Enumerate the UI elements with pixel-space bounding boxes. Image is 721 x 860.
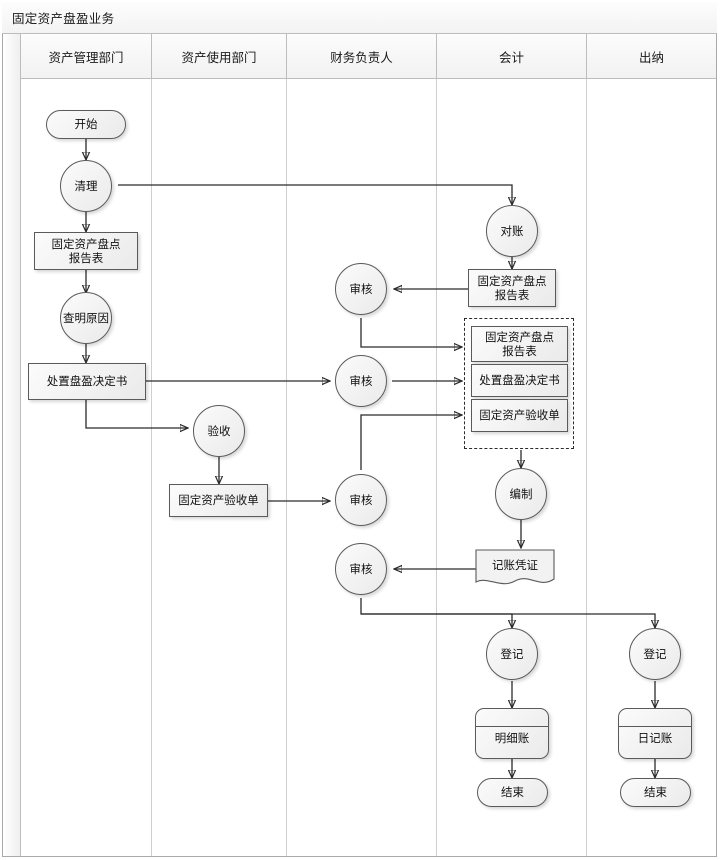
node-review-3[interactable]: 审核 (335, 474, 387, 526)
edge-decision-to-acceptance (85, 400, 188, 428)
node-surplus-decision[interactable]: 处置盘盈决定书 (28, 363, 146, 400)
node-acceptance[interactable]: 验收 (193, 405, 245, 457)
node-inventory-report-2[interactable]: 固定资产盘点 报告表 (468, 269, 556, 307)
node-acceptance-form[interactable]: 固定资产验收单 (169, 484, 268, 517)
ledger-divider (476, 726, 548, 727)
node-end-cashier[interactable]: 结束 (620, 778, 691, 807)
node-review-1[interactable]: 审核 (335, 263, 387, 315)
edge-review4-to-register-cashier (361, 613, 655, 628)
document-bundle-group (464, 318, 574, 449)
node-end-accountant[interactable]: 结束 (477, 778, 548, 807)
lane-header-asset-management: 资产管理部门 (21, 34, 152, 79)
lane-header-accountant: 会计 (437, 34, 587, 79)
node-review-2[interactable]: 审核 (335, 355, 387, 407)
diagram-title: 固定资产盘盈业务 (2, 2, 717, 34)
node-register-cashier[interactable]: 登记 (629, 628, 681, 680)
lane-header-cashier: 出纳 (587, 34, 716, 79)
lane-header-finance-head: 财务负责人 (287, 34, 437, 79)
document-shape-icon (475, 549, 555, 585)
edge-cleanup-to-reconcile (118, 184, 512, 205)
node-register-accountant[interactable]: 登记 (486, 628, 538, 680)
node-voucher[interactable]: 记账凭证 (474, 548, 556, 588)
ledger-divider (619, 726, 691, 727)
pool-header-band (3, 34, 21, 856)
node-detail-ledger[interactable]: 明细账 (475, 708, 549, 759)
edge-review1-to-group-report (360, 318, 462, 347)
node-reconcile[interactable]: 对账 (486, 205, 538, 257)
node-group-surplus-decision[interactable]: 处置盘盈决定书 (471, 364, 568, 397)
node-find-cause[interactable]: 查明原因 (60, 292, 112, 344)
node-inventory-report-1[interactable]: 固定资产盘点 报告表 (34, 232, 138, 270)
node-group-inventory-report[interactable]: 固定资产盘点 报告表 (471, 326, 568, 362)
edge-review3-to-group-acceptance (360, 415, 462, 470)
node-voucher-label: 记账凭证 (492, 557, 538, 572)
node-journal-ledger[interactable]: 日记账 (618, 708, 692, 759)
node-start[interactable]: 开始 (46, 110, 126, 139)
node-prepare[interactable]: 编制 (495, 468, 547, 520)
node-review-4[interactable]: 审核 (335, 543, 387, 595)
node-detail-ledger-label: 明细账 (494, 730, 530, 745)
node-journal-ledger-label: 日记账 (637, 730, 673, 745)
lane-body-finance-head (287, 79, 437, 856)
node-cleanup[interactable]: 清理 (60, 160, 112, 212)
node-group-acceptance-form[interactable]: 固定资产验收单 (471, 399, 568, 432)
lane-header-asset-user: 资产使用部门 (152, 34, 287, 79)
